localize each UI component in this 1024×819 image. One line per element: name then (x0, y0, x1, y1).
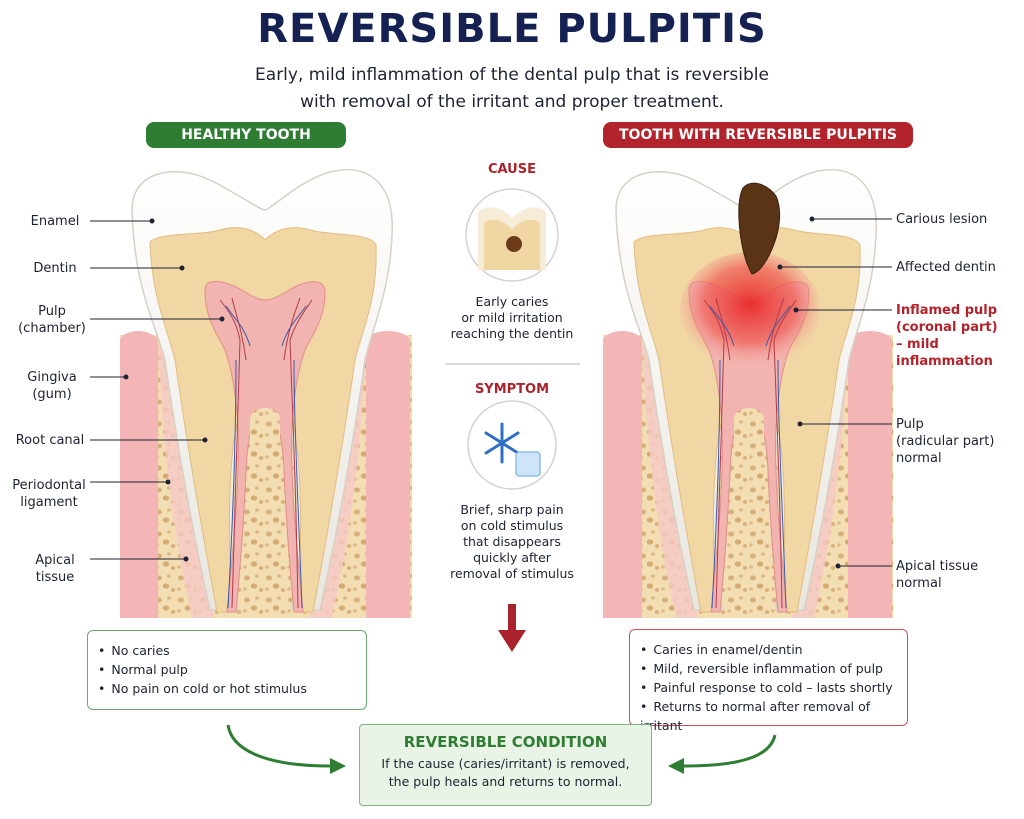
snowflake-icon (467, 400, 557, 490)
cause-line-1: Early caries (475, 294, 549, 309)
list-item: Returns to normal after removal of irrit… (640, 697, 907, 735)
leader-lines-left (90, 218, 225, 562)
symptom-line-3: that disappears (463, 534, 561, 549)
symptom-line-4: quickly after (473, 550, 551, 565)
list-item: Mild, reversible inflammation of pulp (640, 659, 907, 678)
label-apical-normal-line1: Apical tissue (896, 559, 979, 574)
reversible-condition-box: REVERSIBLE CONDITION If the cause (carie… (359, 724, 652, 806)
healthy-tooth-illustration (120, 168, 412, 618)
carious-lesion (738, 182, 781, 275)
label-enamel: Enamel (30, 214, 80, 229)
list-item: Normal pulp (98, 660, 366, 679)
label-inflamed-line4: inflammation (896, 354, 993, 369)
label-pulp-line2: (chamber) (18, 321, 86, 336)
caries-icon (465, 188, 559, 282)
label-apical-normal-line2: normal (896, 576, 942, 591)
label-apical-normal: Apical tissue normal (896, 558, 1020, 592)
down-arrow-icon (498, 604, 526, 652)
label-radicular-pulp: Pulp (radicular part) normal (896, 416, 1020, 467)
symptom-text: Brief, sharp pain on cold stimulus that … (436, 502, 588, 582)
label-perio-line2: ligament (20, 495, 78, 510)
ice-cube-icon (515, 451, 541, 477)
label-gingiva-line1: Gingiva (27, 370, 77, 385)
label-apical-line2: tissue (35, 570, 75, 585)
symptom-line-5: removal of stimulus (450, 566, 574, 581)
cause-line-2: or mild irritation (461, 310, 563, 325)
list-item: Caries in enamel/dentin (640, 640, 907, 659)
label-gingiva-line2: (gum) (32, 387, 72, 402)
symptom-line-2: on cold stimulus (460, 518, 564, 533)
label-pulp-chamber: Pulp (chamber) (14, 303, 90, 337)
inflammation-glow (680, 252, 820, 368)
label-radicular-line3: normal (896, 451, 942, 466)
gingiva-left-l (120, 331, 158, 618)
label-apical-line1: Apical (35, 553, 75, 568)
label-inflamed-pulp: Inflamed pulp (coronal part) – mild infl… (896, 302, 1020, 370)
reversible-condition-text: If the cause (caries/irritant) is remove… (360, 755, 651, 791)
symptom-heading: SYMPTOM (474, 382, 550, 397)
label-inflamed-line1: Inflamed pulp (896, 303, 998, 318)
cause-line-3: reaching the dentin (450, 326, 574, 341)
healthy-tooth-heading: HEALTHY TOOTH (146, 122, 346, 148)
label-carious-lesion: Carious lesion (896, 212, 988, 227)
leader-lines-right (777, 216, 892, 569)
label-pulp-line1: Pulp (38, 304, 66, 319)
page-subtitle: Early, mild inflammation of the dental p… (212, 62, 812, 116)
cause-text: Early caries or mild irritation reaching… (440, 294, 584, 342)
conclusion-line-2: the pulp heals and returns to normal. (388, 774, 623, 789)
label-perio-line1: Periodontal (12, 478, 86, 493)
page-title: REVERSIBLE PULPITIS (257, 6, 767, 52)
symptom-line-1: Brief, sharp pain (460, 502, 564, 517)
label-gingiva: Gingiva (gum) (14, 369, 90, 403)
label-root-canal: Root canal (15, 433, 85, 448)
healthy-summary-box: No caries Normal pulp No pain on cold or… (87, 630, 367, 710)
subtitle-line-1: Early, mild inflammation of the dental p… (255, 65, 769, 85)
pulpitis-tooth-illustration (603, 168, 893, 618)
label-radicular-line2: (radicular part) (896, 434, 995, 449)
label-periodontal-ligament: Periodontal ligament (6, 477, 92, 511)
conclusion-line-1: If the cause (caries/irritant) is remove… (381, 756, 630, 771)
pulpitis-tooth-heading: TOOTH WITH REVERSIBLE PULPITIS (603, 122, 913, 148)
label-dentin: Dentin (33, 261, 77, 276)
cause-heading: CAUSE (487, 162, 536, 177)
label-affected-dentin: Affected dentin (896, 260, 996, 275)
subtitle-line-2: with removal of the irritant and proper … (300, 92, 724, 112)
label-apical-tissue: Apical tissue (20, 552, 90, 586)
list-item: No pain on cold or hot stimulus (98, 679, 366, 698)
label-radicular-line1: Pulp (896, 417, 924, 432)
list-item: No caries (98, 641, 366, 660)
list-item: Painful response to cold – lasts shortly (640, 678, 907, 697)
reversible-condition-heading: REVERSIBLE CONDITION (403, 733, 608, 751)
pulpitis-summary-box: Caries in enamel/dentin Mild, reversible… (629, 629, 908, 733)
label-inflamed-line3: – mild (896, 337, 939, 352)
label-inflamed-line2: (coronal part) (896, 320, 998, 335)
curved-arrow-icon (226, 724, 777, 768)
gingiva-left-r (366, 331, 410, 618)
